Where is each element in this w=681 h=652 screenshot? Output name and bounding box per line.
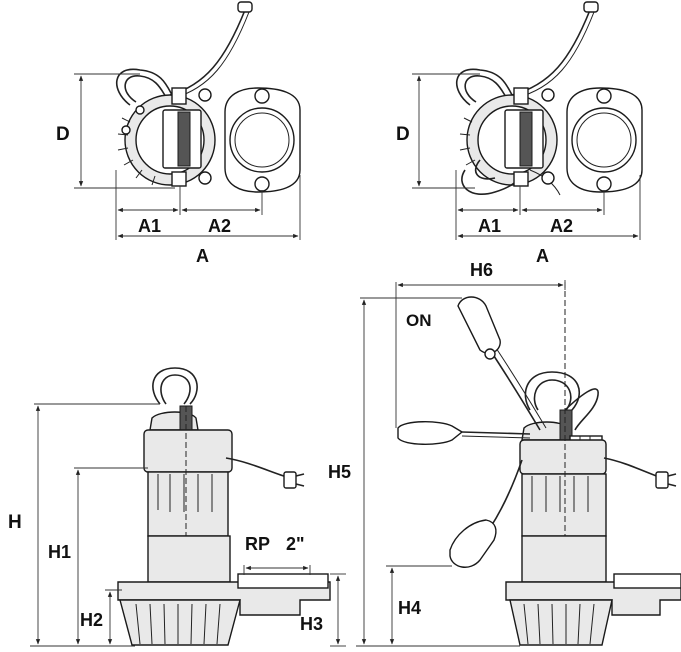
- side-view-standard: [30, 367, 346, 647]
- dim-label-h4: H4: [398, 598, 421, 618]
- dim-label-a1-float: A1: [478, 216, 501, 236]
- dim-label-rp: RP: [245, 534, 270, 554]
- dim-label-h3: H3: [300, 614, 323, 634]
- side-view-float: [356, 280, 681, 647]
- dim-label-h6: H6: [470, 260, 493, 280]
- dim-label-a: A: [196, 246, 209, 266]
- dim-label-a-float: A: [536, 246, 549, 266]
- dim-label-size: 2": [286, 534, 305, 554]
- dim-label-h2: H2: [80, 610, 103, 630]
- top-view-float: [412, 1, 643, 240]
- dim-label-d: D: [56, 124, 70, 145]
- dim-label-a2: A2: [208, 216, 231, 236]
- float-label-on: ON: [406, 311, 432, 330]
- dim-label-h1: H1: [48, 542, 71, 562]
- dim-label-a2-float: A2: [550, 216, 573, 236]
- dim-label-h5: H5: [328, 462, 351, 482]
- dim-label-a1: A1: [138, 216, 161, 236]
- top-view-standard: [74, 1, 301, 240]
- dim-label-h: H: [8, 512, 22, 533]
- dim-label-d-float: D: [396, 124, 410, 145]
